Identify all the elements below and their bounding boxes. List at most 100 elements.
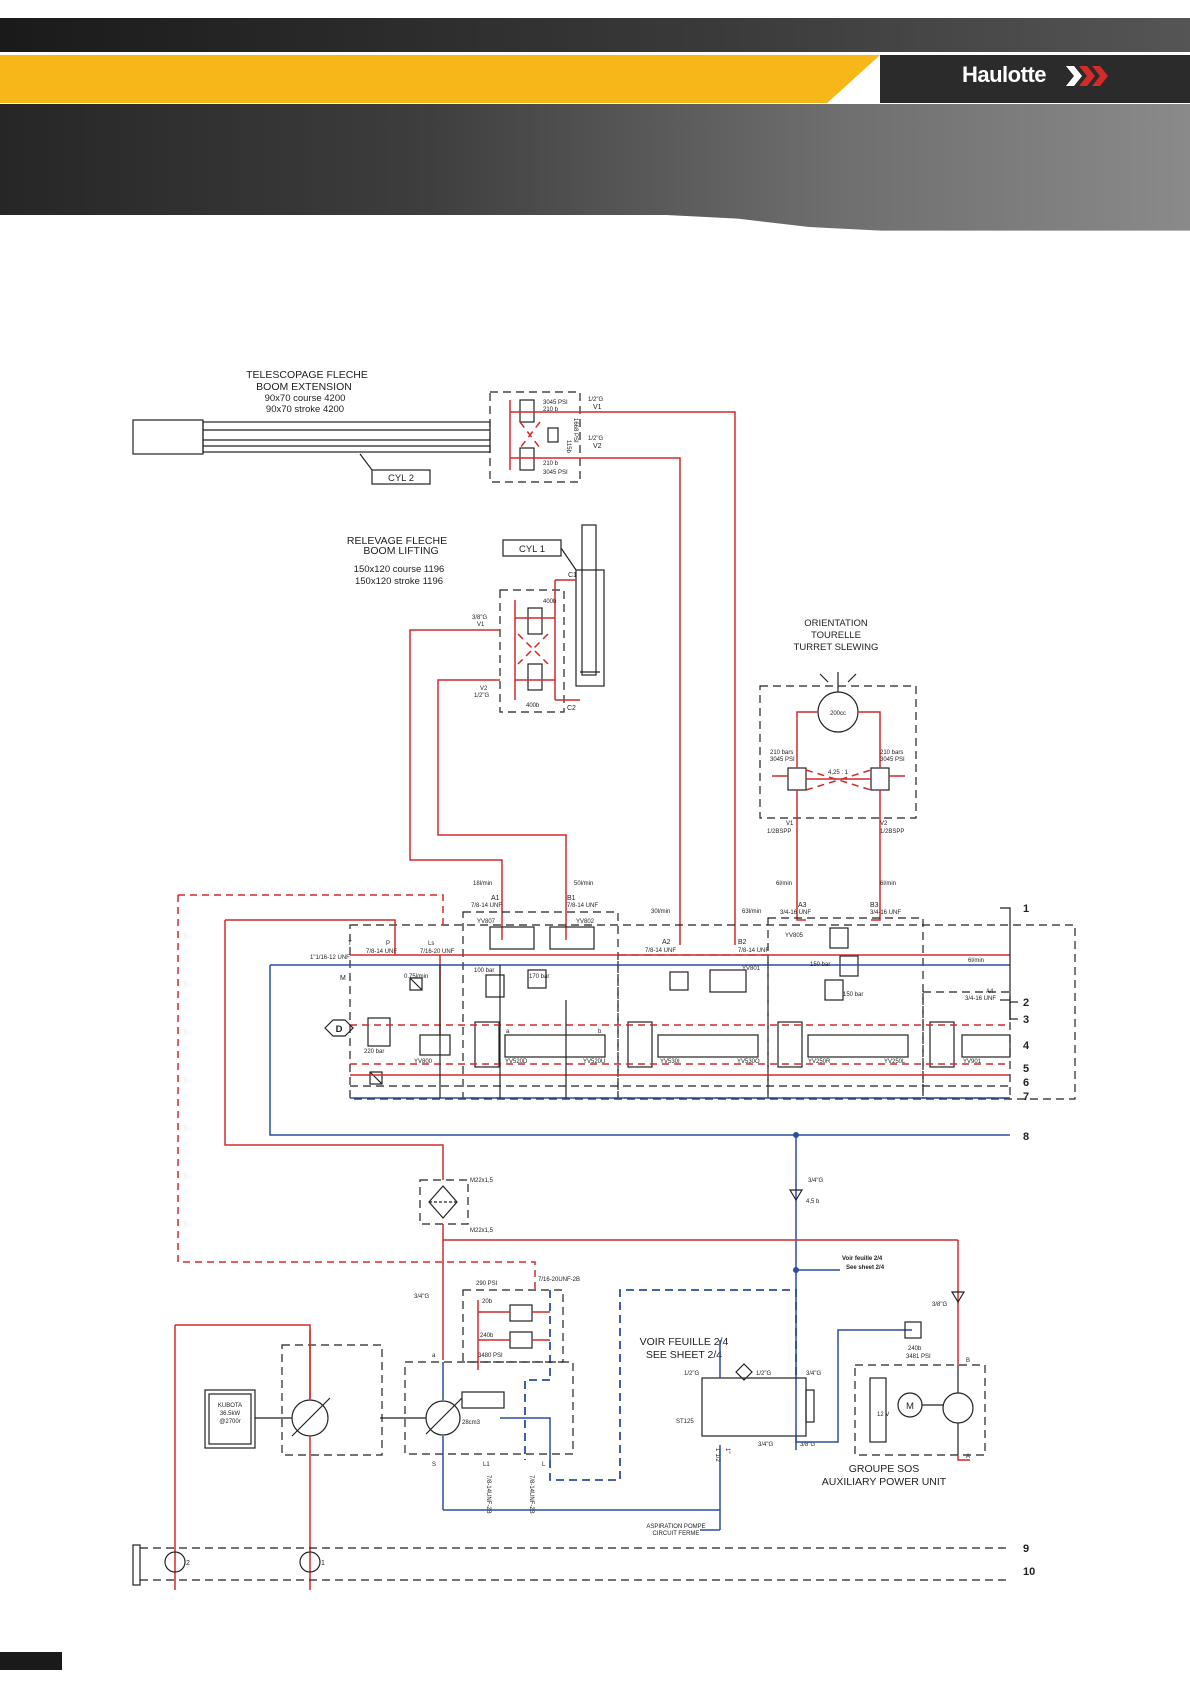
sensor-d-icon [324,1019,354,1037]
boom-ext-holding-valve [489,391,581,483]
boom-lift-title-fr: RELEVAGE FLECHE [347,535,447,547]
slew-port-v1-thread: 1/2BSPP [767,829,791,835]
line-lift-v1 [409,629,503,940]
engine-kubota [204,1389,256,1449]
port-a3: A3 [798,902,807,909]
engine-rpm: @2700r [219,1419,240,1425]
brand-logo: Haulotte [962,62,1047,87]
pressure-feed-line [224,920,444,1180]
spool-a-1: a [506,1029,510,1035]
drain-line [549,1289,797,1481]
main-control-valve-bank [349,911,1076,1100]
engine-brand: KUBOTA [218,1403,242,1409]
slewing-motor [759,672,917,830]
port-m: M [340,975,346,982]
main-hydrostatic-pump [380,1361,574,1510]
slew-title-fr-2: TOURELLE [811,630,861,641]
return-line-8 [269,965,1010,1136]
label-3480-psi: 3480 PSI [478,1353,503,1359]
flow-18: 18l/min [473,881,492,887]
engine-power: 36.5kW [220,1411,241,1417]
spool-b-1: b [598,1029,602,1035]
port-ls: Ls [428,941,434,947]
aspiration-label-2: CIRCUIT FERME [653,1531,700,1537]
port-v1-lift: V1 [477,622,485,628]
filter-port-bottom: M22x1,5 [470,1228,494,1234]
valve-yv530o: YV530O [737,1059,760,1065]
port-v1: V1 [593,404,602,411]
port-b2: B2 [738,939,747,946]
line-boom-ext-v2 [580,457,681,945]
port-a1-thread: 7/8-14 UNF [471,903,502,909]
slew-port-v2: V2 [880,821,888,827]
ref-line-6: 6 [1023,1077,1029,1089]
sos-title-en: AUXILIARY POWER UNIT [822,1476,947,1488]
pump-port-78-b: 7/8-14UNF-2B [528,1475,534,1514]
port-p-thread: 7/8-14 UNF [366,949,397,955]
label-290-psi: 290 PSI [476,1281,498,1287]
see-sheet-en: See sheet 2/4 [846,1265,885,1271]
flow-50: 50l/min [574,881,593,887]
ref-line-2: 2 [1023,997,1029,1009]
ref-line-3: 3 [1023,1014,1029,1026]
ref-line-1: 1 [1023,903,1029,915]
pump-port-78-a: 7/8-14UNF-2B [485,1475,491,1514]
line-slew [796,830,881,921]
flow-6-a: 6l/min [776,881,792,887]
ref-line-8: 8 [1023,1131,1029,1143]
label-210b-a: 210 b [543,407,559,413]
tank-port-1: 1" [724,1448,730,1453]
port-t: T [348,941,352,947]
port-b1: B1 [567,895,576,902]
sos-motor-icon: M [906,1401,914,1412]
port-a3-thread: 3/4-16 UNF [780,910,811,916]
port-b3-thread: 3/4-16 UNF [870,910,901,916]
boom-lift-title-en: BOOM LIFTING [363,545,438,557]
pump-displacement: 28cm3 [462,1420,481,1426]
label-1668-psi: 1668 PSI [572,418,578,443]
load-sense-line [177,895,536,1290]
boom-ext-title-fr: TELESCOPAGE FLECHE [246,369,368,381]
pressure-filter [419,1179,469,1225]
motor-displacement: 200cc [830,711,846,717]
ref-line-9: 9 [1023,1543,1029,1555]
valve-yv807: YV807 [477,919,496,925]
slew-210-right: 210 bars [880,750,903,756]
sos-power-unit [854,1312,986,1461]
ref-line-10: 10 [1023,1566,1035,1578]
filter-port-top: M22x1,5 [470,1178,494,1184]
pump-port-l1: L1 [483,1462,490,1468]
slew-port-v2-thread: 1/2BSPP [880,829,904,835]
pump-port-l: L [542,1462,546,1468]
ref-line-5: 5 [1023,1063,1029,1075]
valve-yv530i: YV530I [660,1059,680,1065]
cyl1-label: CYL 1 [519,544,545,555]
footer-tab [0,1652,62,1670]
aspiration-label-1: ASPIRATION POMPE [646,1524,705,1530]
see-sheet-2-fr: VOIR FEUILLE 2/4 [640,1336,729,1348]
boom-ext-course: 90x70 course 4200 [265,393,346,404]
port-38g-v1: 3/8"G [472,615,487,621]
travel-motor-2-icon [164,1551,186,1573]
port-12g-v1: 1/2"G [588,397,603,403]
slew-ratio: 4,25 : 1 [828,770,849,776]
valve-yv520u: YV520U [583,1059,605,1065]
valve-yv901: YV901 [963,1059,982,1065]
port-12g-v2-lift: 1/2"G [474,693,489,699]
line-boom-ext-v1 [580,411,736,945]
valve-yv250l: YV250L [884,1059,906,1065]
boom-ext-title-en: BOOM EXTENSION [256,381,352,393]
tank-port-1-1-2: 1"1/2 [714,1448,720,1462]
label-210b-b: 210 b [543,461,559,467]
label-240b-a: 240b [480,1333,494,1339]
tank-port-12g-right: 1/2"G [756,1371,771,1377]
sos-3481-psi: 3481 PSI [906,1354,931,1360]
sos-12v: 12 V [877,1412,889,1418]
valve-yv520d: YV520D [505,1059,528,1065]
port-12g-v2: 1/2"G [588,436,603,442]
line-lift-v2 [437,679,567,940]
port-34g-return: 3/4"G [808,1178,823,1184]
chevron-logo-icon [1066,66,1108,86]
flow-6-c: 6l/min [968,958,984,964]
tank-port-34g-b: 3/4"G [758,1442,773,1448]
